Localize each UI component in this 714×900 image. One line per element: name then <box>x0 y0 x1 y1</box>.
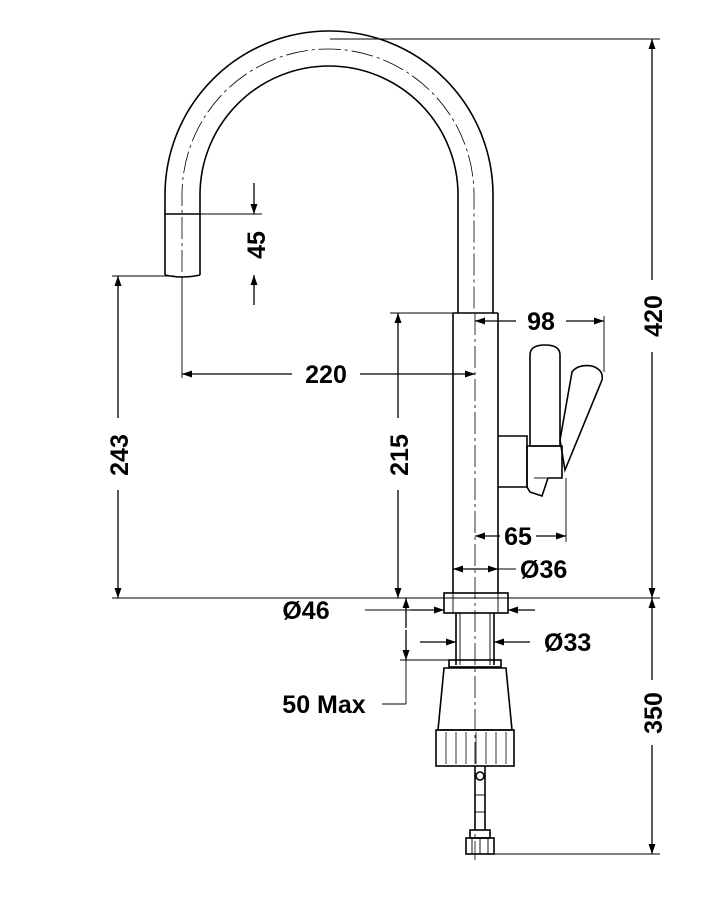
dim-shank-diameter: Ø33 <box>420 629 591 657</box>
dim-outlet-height: 243 <box>106 275 175 598</box>
svg-text:215: 215 <box>386 434 414 476</box>
dim-total-height: 420 <box>330 38 668 598</box>
dim-hose-length: 350 <box>494 598 668 855</box>
svg-text:Ø36: Ø36 <box>520 556 567 584</box>
svg-text:45: 45 <box>243 231 271 259</box>
faucet-outline <box>164 30 604 860</box>
svg-text:220: 220 <box>305 361 347 389</box>
svg-text:350: 350 <box>640 692 668 734</box>
svg-text:420: 420 <box>640 295 668 337</box>
dim-spout-outlet-height: 45 <box>200 183 271 305</box>
svg-text:98: 98 <box>527 308 555 336</box>
dim-spout-reach: 220 <box>181 276 475 389</box>
dim-handle-reach: 98 <box>475 308 605 372</box>
dim-base-diameter: Ø46 <box>282 597 535 625</box>
dim-handle-offset: 65 <box>475 478 567 551</box>
svg-text:50 Max: 50 Max <box>282 691 365 719</box>
dim-body-height: 215 <box>386 312 453 598</box>
svg-text:243: 243 <box>106 434 134 476</box>
svg-text:65: 65 <box>504 523 532 551</box>
dim-max-counter-thickness: 50 Max <box>282 598 449 719</box>
svg-text:Ø46: Ø46 <box>282 597 329 625</box>
svg-text:Ø33: Ø33 <box>544 629 591 657</box>
dim-body-diameter: Ø36 <box>453 556 567 584</box>
